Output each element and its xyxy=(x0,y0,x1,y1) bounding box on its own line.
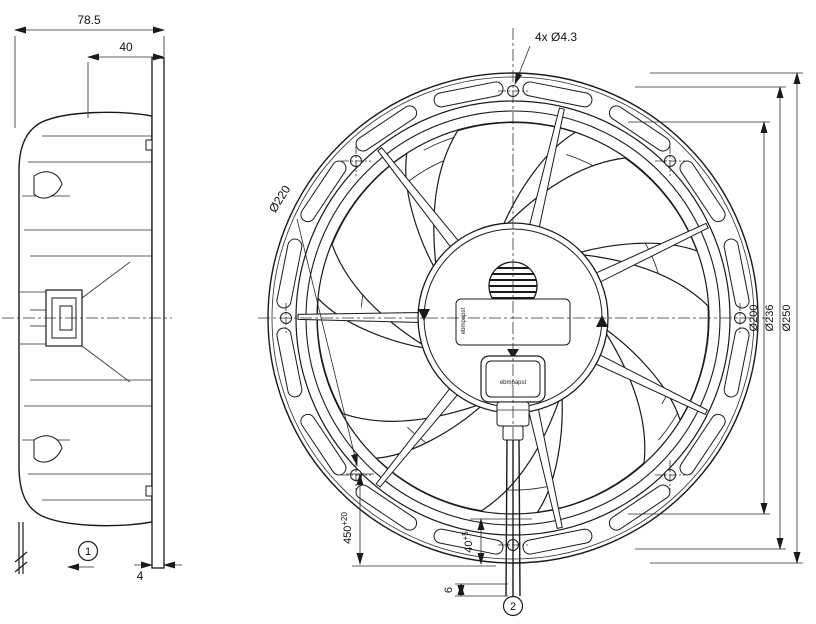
brand-label-hub: ebmpapst xyxy=(461,307,467,334)
dim-bolt-circle-label: Ø220 xyxy=(266,182,294,215)
front-view: ebmpapst ebmpapst 4x Ø4.3 xyxy=(258,28,803,617)
dim-wire-end-label: 6 xyxy=(443,587,455,593)
side-view: 78.5 40 4 1 xyxy=(2,13,182,583)
dim-strip-length-label: 40+5 xyxy=(461,531,475,553)
dim-outer-ring-label: Ø250 xyxy=(781,305,793,332)
rotation-arrow-right xyxy=(596,315,608,327)
dim-depth-label: 78.5 xyxy=(77,13,101,27)
blade-section-bottom xyxy=(33,435,63,463)
view-marker-1-label: 1 xyxy=(85,546,91,558)
view-marker-1: 1 xyxy=(67,540,99,571)
dim-wire-end: 6 xyxy=(443,583,508,597)
dim-mid-ring: Ø236 xyxy=(635,86,786,550)
dim-lead-length: 450+20 xyxy=(340,473,496,567)
brand-label-connector: ebmpapst xyxy=(500,380,527,386)
dim-lead-length-label: 450+20 xyxy=(340,511,354,543)
blade-section-top xyxy=(33,171,63,199)
dim-depth: 78.5 xyxy=(14,13,165,128)
view-marker-2-label: 2 xyxy=(510,601,516,613)
dim-plate-thickness: 4 xyxy=(134,561,182,583)
dim-mounting-holes-label: 4x Ø4.3 xyxy=(535,30,577,44)
dim-strip-length: 40+5 xyxy=(461,518,532,565)
dim-mounting-holes: 4x Ø4.3 xyxy=(514,30,577,85)
side-body-outline xyxy=(18,111,153,527)
dim-plate-thickness-label: 4 xyxy=(137,569,144,583)
dim-offset-label: 40 xyxy=(119,40,133,54)
lead-wires xyxy=(505,439,521,597)
rotation-arrow-left xyxy=(418,309,430,321)
dim-mid-ring-label: Ø236 xyxy=(764,305,776,332)
dim-bore: Ø200 xyxy=(628,121,770,515)
view-marker-2: 2 xyxy=(502,595,524,617)
dim-outer-ring: Ø250 xyxy=(650,72,803,564)
dim-offset: 40 xyxy=(87,40,165,118)
side-lead-wires xyxy=(14,522,28,574)
dim-bore-label: Ø200 xyxy=(748,305,760,332)
corner-tab-holes xyxy=(341,146,685,490)
